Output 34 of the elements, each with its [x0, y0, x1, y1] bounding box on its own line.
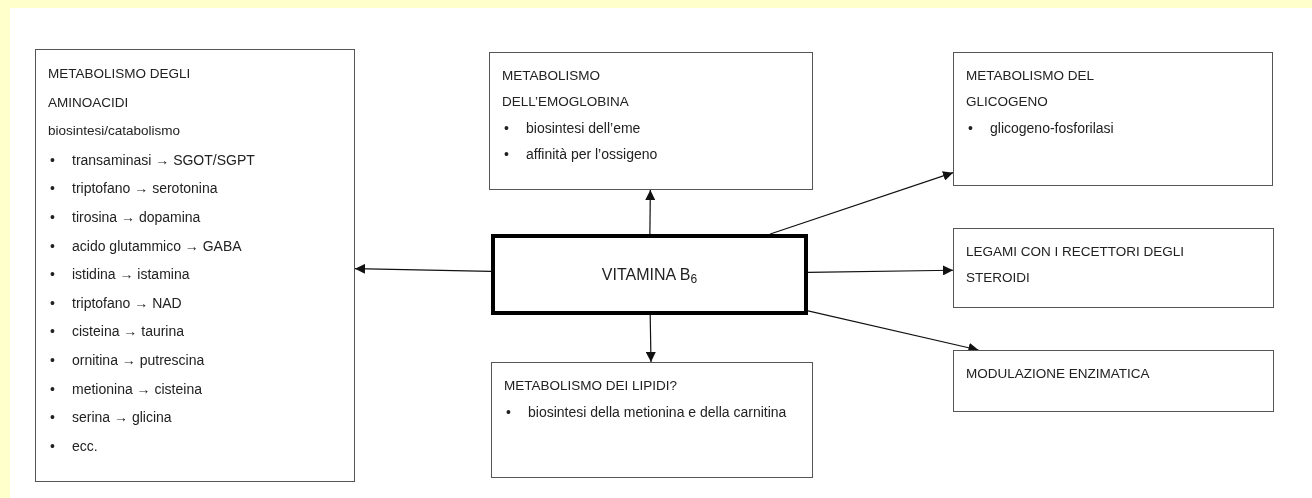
list-item: • triptofano → serotonina	[49, 179, 219, 199]
list-item: • metionina → cisteina	[49, 379, 203, 399]
topic-box	[953, 52, 1273, 186]
arrow	[354, 263, 492, 274]
list-item: • transaminasi → SGOT/SGPT	[49, 150, 256, 170]
box-heading: METABOLISMO DELL’EMOGLOBINA	[502, 67, 630, 111]
topic-box	[35, 49, 355, 482]
list-item: • acido glutammico → GABA	[49, 236, 243, 256]
topic-box	[953, 350, 1274, 412]
topic-box	[491, 362, 813, 478]
box-heading: LEGAMI CON I RECETTORI DEGLI STEROIDI	[966, 243, 1186, 287]
box-subheading: biosintesi/catabolismo	[48, 122, 182, 141]
box-heading: MODULAZIONE ENZIMATICA	[966, 365, 1151, 383]
topic-box	[489, 52, 813, 190]
box-heading: METABOLISMO DEI LIPIDI?	[504, 377, 679, 395]
list-item: • triptofano → NAD	[49, 293, 183, 313]
arrow	[807, 265, 954, 276]
list-item: • cisteina → taurina	[49, 322, 186, 342]
arrow	[645, 314, 656, 363]
list-item: • glicogeno-fosforilasi	[967, 119, 1115, 138]
list-item: • affinità per l’ossigeno	[503, 145, 659, 164]
box-heading: METABOLISMO DEL GLICOGENO	[966, 67, 1095, 111]
list-item: • ecc.	[49, 436, 99, 456]
central-box	[491, 234, 808, 315]
list-item: • istidina → istamina	[49, 265, 191, 285]
topic-box	[953, 228, 1274, 308]
arrow	[769, 171, 954, 235]
box-heading: VITAMINA B$_{6}$	[601, 264, 698, 288]
list-item: • biosintesi della metionina e della carnitina	[505, 403, 788, 422]
list-item: • tirosina → dopamina	[49, 207, 202, 227]
list-item: • biosintesi dell’eme	[503, 119, 642, 138]
list-item: • serina → glicina	[49, 408, 173, 428]
arrow	[645, 189, 656, 235]
list-item: • ornitina → putrescina	[49, 350, 206, 370]
